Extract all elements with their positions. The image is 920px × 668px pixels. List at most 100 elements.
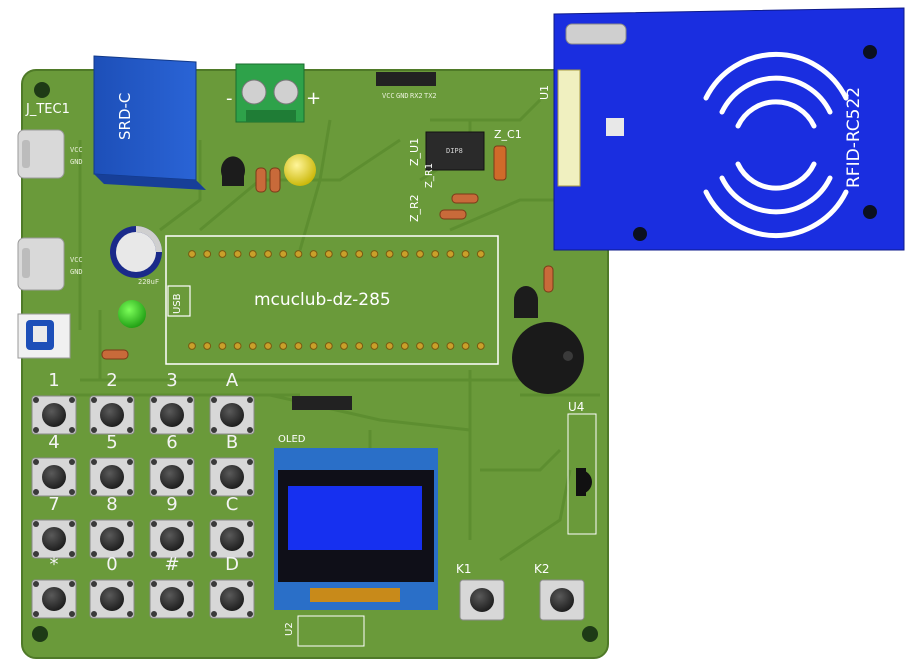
header-pin bbox=[446, 342, 455, 350]
keypad-button[interactable] bbox=[31, 457, 77, 497]
header-pin bbox=[264, 342, 272, 350]
header-pin bbox=[416, 342, 424, 350]
keypad-button[interactable] bbox=[89, 457, 135, 497]
keypad-button[interactable] bbox=[149, 395, 195, 435]
keypad-button[interactable] bbox=[89, 579, 135, 619]
header-pin bbox=[461, 250, 470, 258]
oled-module bbox=[274, 448, 438, 610]
label-u2: U2 bbox=[284, 622, 295, 636]
gnd-label-top: GND bbox=[70, 158, 83, 166]
capacitor-z-c1 bbox=[493, 145, 507, 181]
header-pin bbox=[476, 250, 485, 258]
usb-connector-bottom bbox=[17, 237, 65, 291]
uart-pin-gnd: GND bbox=[396, 92, 409, 100]
led-green bbox=[118, 300, 146, 328]
keypad-button[interactable] bbox=[209, 519, 255, 559]
keypad-key-label: 1 bbox=[48, 370, 60, 391]
header-pin bbox=[233, 250, 242, 258]
vcc-label-bottom: VCC bbox=[70, 256, 83, 264]
board-title: mcuclub-dz-285 bbox=[254, 290, 391, 310]
header-pin bbox=[294, 342, 303, 350]
keypad-key-label: 0 bbox=[106, 554, 118, 575]
keypad-button[interactable] bbox=[89, 395, 135, 435]
header-pin bbox=[355, 250, 364, 258]
keypad-key-label: 4 bbox=[48, 432, 60, 453]
mcu-module-outline bbox=[165, 235, 499, 365]
u4-sensor bbox=[567, 413, 597, 535]
screw-terminal bbox=[235, 63, 305, 123]
header-pin bbox=[476, 342, 485, 350]
relay-label: SRD-C bbox=[116, 92, 134, 140]
label-z-c1: Z_C1 bbox=[494, 128, 522, 141]
dip8-chip bbox=[425, 131, 485, 171]
header-pin bbox=[218, 250, 227, 258]
header-pin bbox=[218, 342, 227, 350]
buzzer bbox=[512, 322, 584, 394]
rfid-label: RFID-RC522 bbox=[844, 86, 864, 188]
header-pin bbox=[188, 342, 196, 350]
label-k2: K2 bbox=[534, 562, 550, 576]
mcu-pins-bottom bbox=[188, 342, 485, 350]
header-pin bbox=[294, 250, 303, 258]
mcu-pins-top bbox=[188, 250, 485, 258]
keypad-key-label: A bbox=[225, 370, 239, 391]
gnd-label-bottom: GND bbox=[70, 268, 83, 276]
keypad-button[interactable] bbox=[209, 395, 255, 435]
keypad-button[interactable] bbox=[149, 579, 195, 619]
header-pin bbox=[400, 342, 409, 350]
header-pin bbox=[248, 342, 257, 350]
header-pin bbox=[461, 342, 470, 350]
header-pin bbox=[279, 250, 288, 258]
keypad-button[interactable] bbox=[89, 519, 135, 559]
header-pin bbox=[279, 342, 288, 350]
header-pin bbox=[400, 250, 409, 258]
k1-button[interactable] bbox=[459, 579, 505, 621]
led-yellow bbox=[284, 154, 316, 186]
header-pin bbox=[264, 250, 272, 258]
uart-header bbox=[376, 72, 436, 86]
k2-button[interactable] bbox=[539, 579, 585, 621]
oled-header bbox=[292, 396, 352, 410]
keypad-key-label: C bbox=[225, 494, 239, 515]
keypad-key-label: 7 bbox=[48, 494, 60, 515]
keypad-button[interactable] bbox=[209, 457, 255, 497]
keypad-button[interactable] bbox=[31, 579, 77, 619]
resistors bbox=[101, 167, 554, 360]
label-u1: U1 bbox=[538, 84, 551, 100]
keypad-button[interactable] bbox=[149, 457, 195, 497]
terminal-plus: + bbox=[306, 88, 322, 109]
vcc-label-top: VCC bbox=[70, 146, 83, 154]
header-pin bbox=[309, 250, 318, 258]
connector-label-j-tec1: J_TEC1 bbox=[26, 102, 70, 117]
keypad-key-label: 6 bbox=[166, 432, 178, 453]
mount-hole-br bbox=[582, 626, 598, 642]
usb-label: USB bbox=[172, 293, 183, 314]
uart-pin-tx2: TX2 bbox=[424, 92, 437, 100]
keypad-button[interactable] bbox=[209, 579, 255, 619]
keypad-key-label: 3 bbox=[166, 370, 178, 391]
keypad-key-label: D bbox=[225, 554, 239, 575]
transistor-right bbox=[514, 286, 538, 318]
uart-pin-vcc: VCC bbox=[382, 92, 395, 100]
header-pin bbox=[355, 342, 364, 350]
header-pin bbox=[446, 250, 455, 258]
header-pin bbox=[248, 250, 257, 258]
header-pin bbox=[431, 250, 440, 258]
header-pin bbox=[324, 250, 333, 258]
label-u4: U4 bbox=[568, 400, 585, 414]
capacitor-220uf bbox=[110, 226, 162, 278]
keypad-button[interactable] bbox=[149, 519, 195, 559]
keypad-key-label: B bbox=[225, 432, 239, 453]
header-pin bbox=[188, 250, 196, 258]
label-z-u1: Z_U1 bbox=[408, 137, 421, 166]
header-pin bbox=[340, 342, 348, 350]
keypad-button[interactable] bbox=[31, 519, 77, 559]
header-pin bbox=[385, 250, 394, 258]
keypad-key-label: 5 bbox=[106, 432, 118, 453]
terminal-minus: - bbox=[226, 88, 233, 109]
label-oled: OLED bbox=[278, 434, 306, 445]
slide-switch bbox=[17, 313, 71, 359]
keypad-button[interactable] bbox=[31, 395, 77, 435]
keypad-key-label: 2 bbox=[106, 370, 118, 391]
usb-connector-top bbox=[17, 129, 65, 179]
